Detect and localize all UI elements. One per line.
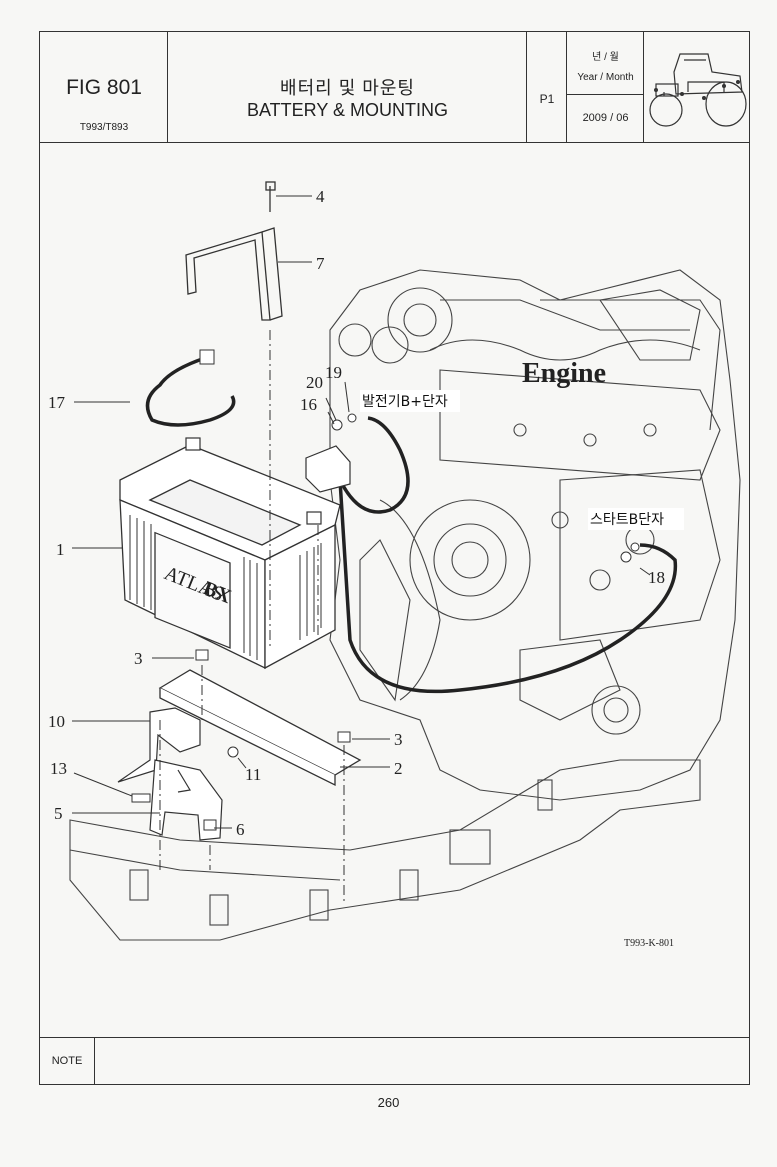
callout-1: 1 [56, 540, 65, 559]
callout-18: 18 [648, 568, 665, 587]
tractor-thumbnail-cell [644, 32, 748, 142]
page-number: 260 [377, 1095, 400, 1110]
engine-drawing [69, 269, 741, 941]
battery-tray [158, 669, 362, 787]
battery-terminals [185, 437, 322, 525]
drawing-frame: FIG 801 T993/T893 배터리 및 마운팅 BATTERY & MO… [39, 31, 750, 1085]
tractor-icon [649, 53, 747, 127]
page-code: P1 [539, 92, 555, 106]
date-value: 2009 / 06 [582, 112, 629, 124]
starter-terminal-label: 스타트B단자 [590, 512, 664, 528]
callout-5: 5 [54, 804, 63, 823]
year-month-korean: 년 / 월 [592, 52, 619, 63]
cable-terminal-16 [305, 445, 351, 493]
callout-4: 4 [316, 187, 325, 206]
date-cell: 년 / 월 Year / Month 2009 / 06 [567, 32, 644, 142]
title-english: BATTERY & MOUNTING [246, 100, 449, 120]
callout-19: 19 [325, 363, 342, 382]
callout-13: 13 [50, 759, 67, 778]
title-korean: 배터리 및 마운팅 [280, 78, 415, 98]
figure-number: FIG 801 [66, 76, 142, 99]
title-block: FIG 801 T993/T893 배터리 및 마운팅 BATTERY & MO… [40, 32, 749, 143]
generator-terminal-label: 발전기B+단자 [362, 394, 448, 410]
cable-connector [199, 349, 215, 365]
starter-cable [338, 416, 678, 694]
page-cell: P1 [527, 32, 567, 142]
callout-2: 2 [394, 759, 403, 778]
fig-cell: FIG 801 T993/T893 [40, 32, 168, 142]
year-month-english: Year / Month [577, 72, 634, 83]
drawing-code: T993-K-801 [624, 938, 674, 949]
callout-3-bottom: 3 [394, 730, 403, 749]
title-cell: 배터리 및 마운팅 BATTERY & MOUNTING [168, 32, 527, 142]
callout-16: 16 [300, 395, 317, 414]
callout-10: 10 [48, 712, 65, 731]
callout-7: 7 [316, 254, 325, 273]
hold-down-bracket [185, 181, 283, 321]
battery-cable-17 [145, 356, 236, 427]
callout-3-top: 3 [134, 649, 143, 668]
date-divider [567, 94, 644, 95]
note-row: NOTE [40, 1037, 749, 1085]
battery-ribs [129, 515, 322, 660]
note-label: NOTE [40, 1038, 95, 1085]
bolts [131, 413, 640, 831]
leader-lines [72, 195, 651, 829]
center-lines [159, 330, 345, 905]
callout-6: 6 [236, 820, 245, 839]
callout-20: 20 [306, 373, 323, 392]
callout-17: 17 [48, 393, 66, 412]
model-numbers: T993/T893 [79, 122, 129, 133]
engine-label: Engine [522, 358, 606, 389]
callout-11: 11 [245, 765, 261, 784]
